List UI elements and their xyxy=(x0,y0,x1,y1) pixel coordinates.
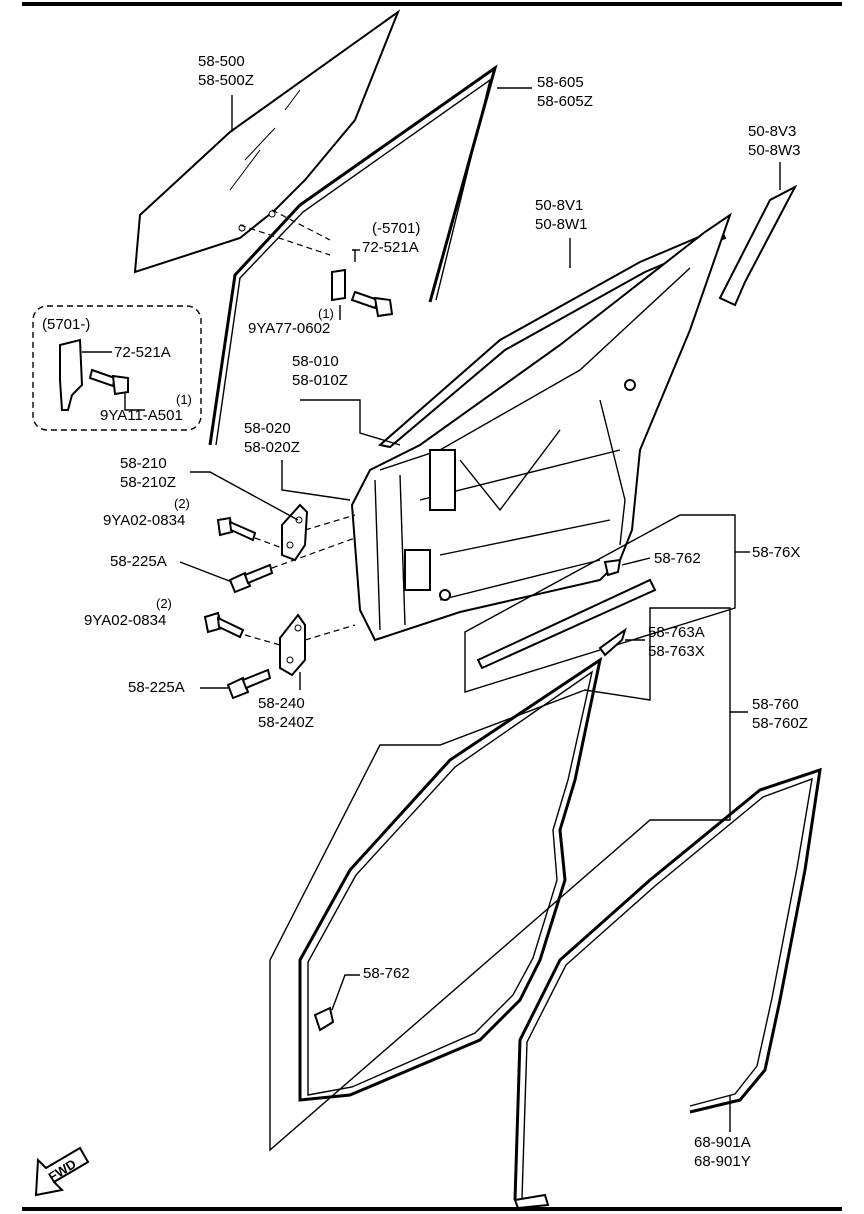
lower-hinge-label-2: 58-240Z xyxy=(258,714,314,731)
outer-weatherstrip-label-2: 50-8W1 xyxy=(535,216,588,233)
molding-clip-label-1: 58-763A xyxy=(648,624,705,641)
upper-hinge-part xyxy=(281,503,309,562)
upper-hinge-label-2: 58-210Z xyxy=(120,474,176,491)
hinge-bolt-upper-qty-label: (2) xyxy=(174,496,190,511)
glass-label-1: 58-500 xyxy=(198,53,245,70)
bolt-qty-label: (1) xyxy=(318,306,334,321)
inset-bracket-label: 72-521A xyxy=(114,344,171,361)
hinge-bolt-b2-part xyxy=(226,668,272,700)
weatherstrip-label-1: 58-760 xyxy=(752,696,799,713)
bracket-label: 72-521A xyxy=(362,239,419,256)
door-glass-part xyxy=(133,9,401,274)
weatherstrip-part xyxy=(298,656,603,1102)
molding-outline xyxy=(464,514,736,693)
hinge-bolt-lower-qty-label: (2) xyxy=(156,596,172,611)
bolt-part xyxy=(350,290,394,318)
run-channel-label-1: 58-605 xyxy=(537,74,584,91)
run-channel-label-2: 58-605Z xyxy=(537,93,593,110)
inset-bracket-part xyxy=(59,338,84,411)
inset-bolt-part xyxy=(88,368,129,396)
door-panel-label-2: 58-010Z xyxy=(292,372,348,389)
inset-bolt-label: 9YA11-A501 xyxy=(100,407,183,424)
hinge-bolt-upper-label: 9YA02-0834 xyxy=(103,512,185,529)
molding-assy-label: 58-76X xyxy=(752,544,800,561)
door-seal-part xyxy=(513,767,822,1201)
clip-top-label: 58-762 xyxy=(654,550,701,567)
bracket-note-label: (-5701) xyxy=(372,220,420,237)
weatherstrip-outline xyxy=(269,607,731,1152)
fwd-arrow-icon xyxy=(34,1146,90,1197)
molding-clip-part xyxy=(598,627,627,657)
door-seal-label-2: 68-901Y xyxy=(694,1153,751,1170)
inset-box xyxy=(32,305,202,431)
door-shell-label-1: 58-020 xyxy=(244,420,291,437)
bracket-part xyxy=(331,268,346,302)
hinge-bolt-lower-part xyxy=(203,611,245,639)
lower-hinge-part xyxy=(279,613,306,677)
weatherstrip-clip-part xyxy=(313,1006,335,1032)
sash-trim-part xyxy=(718,184,798,307)
lower-hinge-label-1: 58-240 xyxy=(258,695,305,712)
clip-bottom-label: 58-762 xyxy=(363,965,410,982)
hinge-bolt-b2-label: 58-225A xyxy=(128,679,185,696)
inset-bolt-qty-label: (1) xyxy=(176,392,192,407)
door-seal-label-1: 68-901A xyxy=(694,1134,751,1151)
molding-clip-label-2: 58-763X xyxy=(648,643,705,660)
hinge-bolt-b1-part xyxy=(228,563,274,594)
molding-clip-top-part xyxy=(603,558,622,577)
door-shell-label-2: 58-020Z xyxy=(244,439,300,456)
hinge-bolt-upper-part xyxy=(216,516,257,542)
inset-title-label: (5701-) xyxy=(42,316,90,333)
sash-trim-label-1: 50-8V3 xyxy=(748,123,796,140)
bolt-label: 9YA77-0602 xyxy=(248,320,330,337)
door-panel-label-1: 58-010 xyxy=(292,353,339,370)
outer-weatherstrip-label-1: 50-8V1 xyxy=(535,197,583,214)
hinge-bolt-lower-label: 9YA02-0834 xyxy=(84,612,166,629)
door-molding-part xyxy=(476,578,657,670)
sash-trim-label-2: 50-8W3 xyxy=(748,142,801,159)
glass-label-2: 58-500Z xyxy=(198,72,254,89)
upper-hinge-label-1: 58-210 xyxy=(120,455,167,472)
hinge-bolt-b1-label: 58-225A xyxy=(110,553,167,570)
weatherstrip-label-2: 58-760Z xyxy=(752,715,808,732)
door-shell-part xyxy=(350,212,732,642)
